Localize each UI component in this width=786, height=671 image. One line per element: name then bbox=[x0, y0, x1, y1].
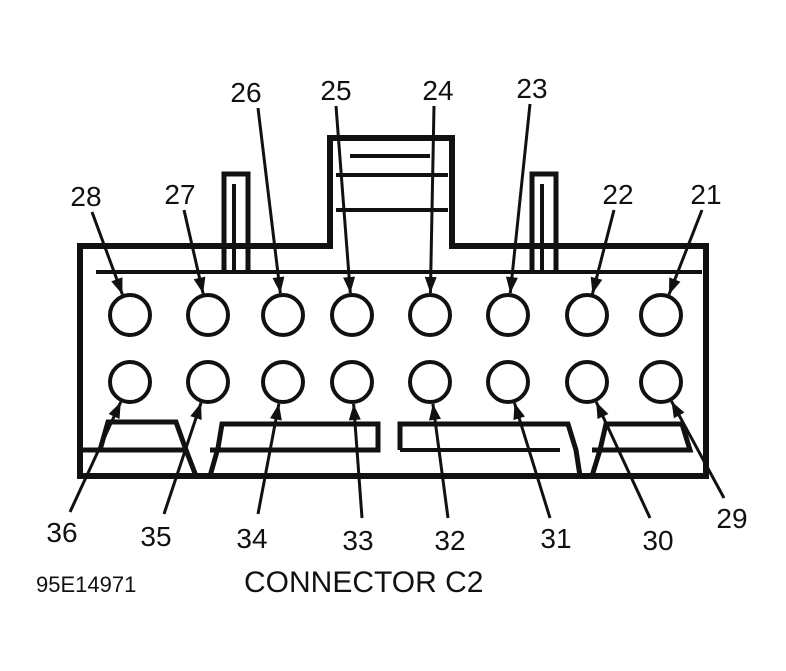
pin-label-34: 34 bbox=[236, 523, 267, 554]
pin-label-27: 27 bbox=[164, 179, 195, 210]
leader-pin-29 bbox=[670, 400, 726, 499]
pin-cavity-23 bbox=[486, 293, 530, 337]
leader-pin-23 bbox=[505, 103, 532, 294]
pin-cavity-22 bbox=[565, 293, 609, 337]
leader-pin-25 bbox=[334, 105, 356, 294]
pin-cavity-30 bbox=[565, 360, 609, 404]
pin-cavity-25 bbox=[330, 293, 374, 337]
pin-cavity-35 bbox=[186, 360, 230, 404]
leader-pin-34 bbox=[256, 403, 282, 515]
leader-pin-24 bbox=[424, 105, 437, 294]
pin-label-31: 31 bbox=[540, 523, 571, 554]
pin-labels: 28 27 26 25 24 23 22 21 36 35 34 33 32 31 30 29 bbox=[46, 73, 747, 556]
leader-pin-35 bbox=[162, 402, 203, 515]
pin-label-21: 21 bbox=[690, 179, 721, 210]
leader-pin-30 bbox=[594, 401, 652, 519]
pin-label-32: 32 bbox=[434, 525, 465, 556]
pin-cavities bbox=[108, 293, 683, 404]
leader-pin-27 bbox=[182, 209, 206, 294]
pin-label-33: 33 bbox=[342, 525, 373, 556]
pin-label-28: 28 bbox=[70, 181, 101, 212]
pin-cavity-36 bbox=[108, 360, 152, 404]
leader-pin-21 bbox=[667, 209, 704, 296]
pin-label-30: 30 bbox=[642, 525, 673, 556]
pin-cavity-33 bbox=[330, 360, 374, 404]
pin-label-29: 29 bbox=[716, 503, 747, 534]
pin-label-24: 24 bbox=[422, 75, 453, 106]
leader-pin-32 bbox=[429, 403, 450, 519]
leader-pin-36 bbox=[68, 401, 123, 513]
leader-pin-33 bbox=[348, 403, 364, 519]
pin-label-36: 36 bbox=[46, 517, 77, 548]
leader-pin-31 bbox=[513, 402, 552, 519]
pin-cavity-29 bbox=[639, 360, 683, 404]
pin-label-35: 35 bbox=[140, 521, 171, 552]
pin-cavity-27 bbox=[186, 293, 230, 337]
pin-cavity-26 bbox=[261, 293, 305, 337]
pin-cavity-31 bbox=[486, 360, 530, 404]
figure-code: 95E14971 bbox=[36, 572, 136, 597]
pin-label-25: 25 bbox=[320, 75, 351, 106]
pin-label-22: 22 bbox=[602, 179, 633, 210]
pin-cavity-28 bbox=[108, 293, 152, 337]
connector-caption: CONNECTOR C2 bbox=[244, 566, 483, 599]
leader-pin-26 bbox=[256, 107, 285, 294]
leader-pin-22 bbox=[590, 209, 616, 295]
leader-lines bbox=[68, 103, 726, 519]
leader-pin-28 bbox=[90, 211, 124, 295]
pin-cavity-32 bbox=[408, 360, 452, 404]
pin-label-26: 26 bbox=[230, 77, 261, 108]
pin-cavity-34 bbox=[261, 360, 305, 404]
pin-cavity-21 bbox=[639, 293, 683, 337]
pin-cavity-24 bbox=[408, 293, 452, 337]
pin-label-23: 23 bbox=[516, 73, 547, 104]
